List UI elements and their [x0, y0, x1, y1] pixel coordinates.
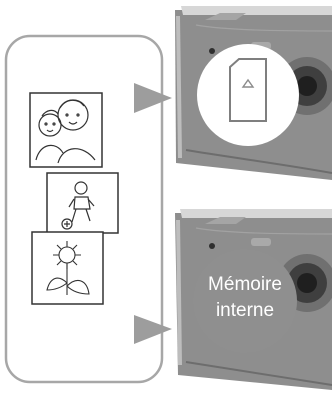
- memory-card-icon: [230, 59, 266, 121]
- internal-memory-line1: Mémoire: [208, 274, 282, 295]
- internal-memory-line2: interne: [216, 300, 274, 321]
